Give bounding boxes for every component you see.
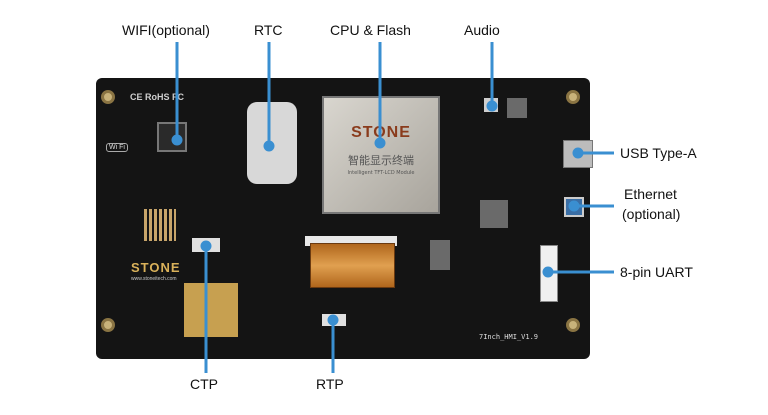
smd-component [430, 240, 450, 270]
callout-cpu-dot [374, 137, 386, 149]
mount-hole [566, 90, 580, 104]
label-cpu-flash: CPU & Flash [330, 22, 411, 38]
certification-marks: CE RoHS FC [130, 92, 184, 102]
label-ethernet-optional: (optional) [622, 206, 681, 222]
board-version: 7Inch_HMI_V1.9 [479, 333, 539, 341]
lcd-ribbon-cable [310, 243, 395, 288]
callout-ctp-dot [200, 240, 212, 252]
chip-subtitle: Intelligent TFT-LCD Module [347, 170, 415, 176]
callout-wifi-dot [171, 134, 183, 146]
label-uart: 8-pin UART [620, 264, 693, 280]
mount-hole [101, 318, 115, 332]
wifi-badge: Wi Fi [106, 143, 128, 152]
wifi-module [157, 122, 187, 152]
callout-ethernet-dot [568, 200, 580, 212]
callout-rtc-dot [263, 140, 275, 152]
mount-hole [566, 318, 580, 332]
callout-rtp-dot [327, 314, 339, 326]
label-usb: USB Type-A [620, 145, 697, 161]
chip-chinese-text: 智能显示终端 [348, 154, 414, 167]
callout-audio-dot [486, 100, 498, 112]
smd-component [507, 98, 527, 118]
callout-usb-dot [572, 147, 584, 159]
label-audio: Audio [464, 22, 500, 38]
lcd-connector [305, 236, 397, 246]
label-rtc: RTC [254, 22, 283, 38]
label-ethernet: Ethernet [624, 186, 677, 202]
smd-component [480, 200, 508, 228]
label-ctp: CTP [190, 376, 218, 392]
label-rtp: RTP [316, 376, 344, 392]
label-wifi: WIFI(optional) [122, 22, 210, 38]
callout-uart-dot [542, 266, 554, 278]
brand-url: www.stoneitech.com [131, 276, 177, 282]
mount-hole [101, 90, 115, 104]
qr-code [144, 209, 176, 241]
gold-pad [184, 283, 238, 337]
brand-logo: STONE [131, 260, 181, 275]
